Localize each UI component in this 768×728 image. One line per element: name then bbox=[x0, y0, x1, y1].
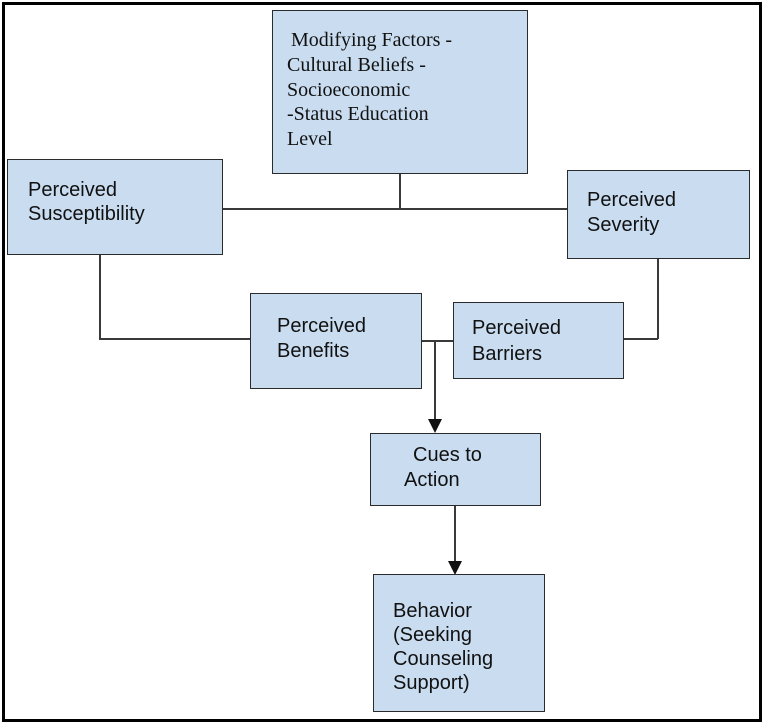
connector-merge-down bbox=[434, 340, 436, 421]
node-cues-to-action: Cues to Action bbox=[370, 433, 541, 506]
node-benefits-line-1: Perceived bbox=[277, 315, 366, 337]
connector-top-horizontal bbox=[222, 208, 568, 210]
node-behavior: Behavior (Seeking Counseling Support) bbox=[373, 574, 545, 712]
arrow-to-behavior bbox=[448, 561, 462, 575]
node-cues-line-2: Action bbox=[404, 469, 460, 491]
connector-severity-to-barriers bbox=[623, 338, 658, 340]
node-severity-line-1: Perceived bbox=[587, 189, 676, 211]
connector-susceptibility-down bbox=[99, 255, 101, 339]
node-barriers-line-2: Barriers bbox=[472, 343, 543, 365]
node-barriers-line-1: Perceived bbox=[472, 317, 561, 339]
node-behavior-line-2: (Seeking bbox=[393, 624, 472, 646]
connector-benefits-to-barriers bbox=[421, 340, 454, 342]
connector-susceptibility-to-benefits bbox=[99, 338, 251, 340]
connector-modifying-down bbox=[399, 174, 401, 209]
node-modifying-line-4: -Status Education bbox=[287, 103, 429, 125]
node-perceived-susceptibility: Perceived Susceptibility bbox=[7, 159, 223, 255]
node-susceptibility-line-1: Perceived bbox=[28, 179, 117, 201]
node-benefits-line-2: Benefits bbox=[277, 340, 350, 362]
node-perceived-barriers: Perceived Barriers bbox=[453, 302, 624, 379]
diagram-frame bbox=[2, 2, 762, 722]
node-behavior-line-4: Support) bbox=[393, 672, 470, 694]
node-cues-line-1: Cues to bbox=[413, 444, 482, 466]
node-perceived-severity: Perceived Severity bbox=[567, 170, 750, 259]
node-modifying-line-1: Modifying Factors - bbox=[291, 29, 453, 51]
node-behavior-line-1: Behavior bbox=[393, 600, 472, 622]
node-perceived-benefits: Perceived Benefits bbox=[250, 293, 422, 389]
connector-severity-down bbox=[657, 259, 659, 339]
node-modifying-factors: Modifying Factors - Cultural Beliefs - S… bbox=[272, 10, 528, 174]
node-severity-line-2: Severity bbox=[587, 214, 660, 236]
node-modifying-line-2: Cultural Beliefs - bbox=[287, 54, 426, 76]
node-modifying-line-3: Socioeconomic bbox=[287, 79, 411, 101]
node-behavior-line-3: Counseling bbox=[393, 648, 494, 670]
connector-cues-down bbox=[454, 506, 456, 564]
node-modifying-line-5: Level bbox=[287, 128, 333, 150]
arrow-to-cues bbox=[428, 419, 442, 433]
node-susceptibility-line-2: Susceptibility bbox=[28, 203, 145, 225]
